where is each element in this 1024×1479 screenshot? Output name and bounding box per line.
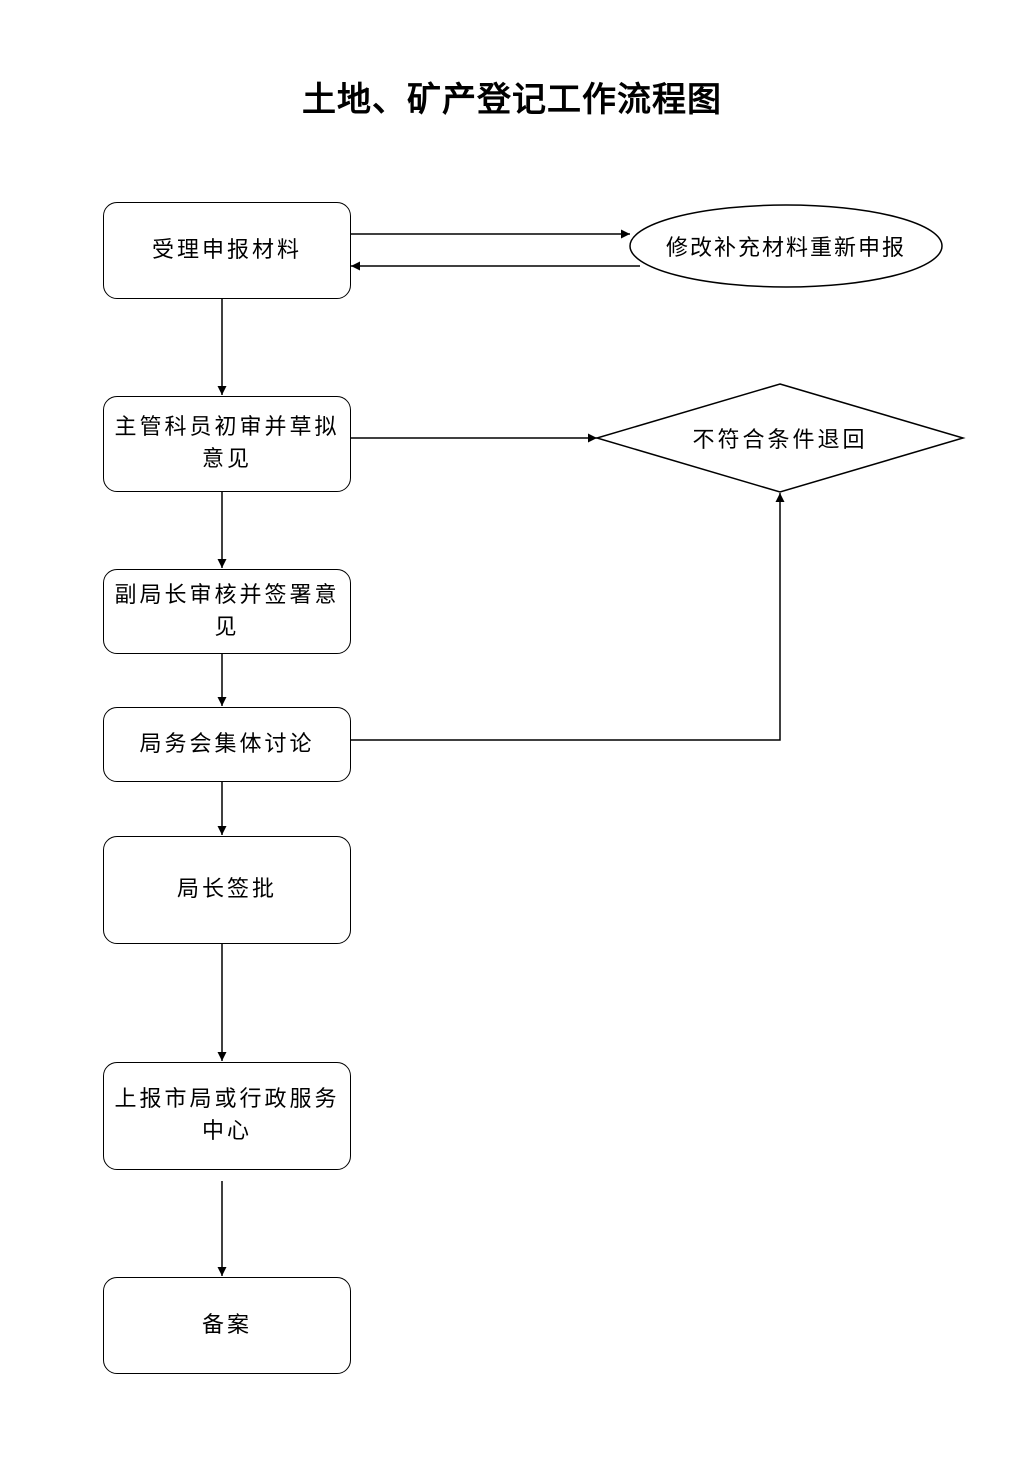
node-archive: 备案 [103, 1277, 351, 1374]
supplement-ellipse [629, 204, 943, 288]
arrow-meeting-to-reject [351, 493, 785, 741]
node-reject-label: 不符合条件退回 [692, 428, 868, 453]
page-title: 土地、矿产登记工作流程图 [302, 80, 722, 120]
node-meeting-label: 局务会集体讨论 [139, 731, 315, 757]
node-preliminary-review: 主管科员初审并草拟意见 [103, 396, 351, 492]
node-deputy-review-label: 副局长审核并签署意见 [114, 582, 340, 640]
node-receive-label: 受理申报材料 [151, 237, 302, 263]
node-receive: 受理申报材料 [103, 202, 351, 299]
node-supplement-label: 修改补充材料重新申报 [665, 236, 906, 261]
node-archive-label: 备案 [201, 1312, 252, 1338]
node-meeting: 局务会集体讨论 [103, 707, 351, 782]
node-report-label: 上报市局或行政服务中心 [114, 1087, 340, 1144]
reject-diamond [594, 383, 966, 493]
node-preliminary-review-label: 主管科员初审并草拟意见 [114, 415, 340, 472]
node-director-approval: 局长签批 [103, 836, 351, 944]
node-report: 上报市局或行政服务中心 [103, 1062, 351, 1170]
node-deputy-review: 副局长审核并签署意见 [103, 569, 351, 654]
node-director-approval-label: 局长签批 [176, 877, 277, 902]
